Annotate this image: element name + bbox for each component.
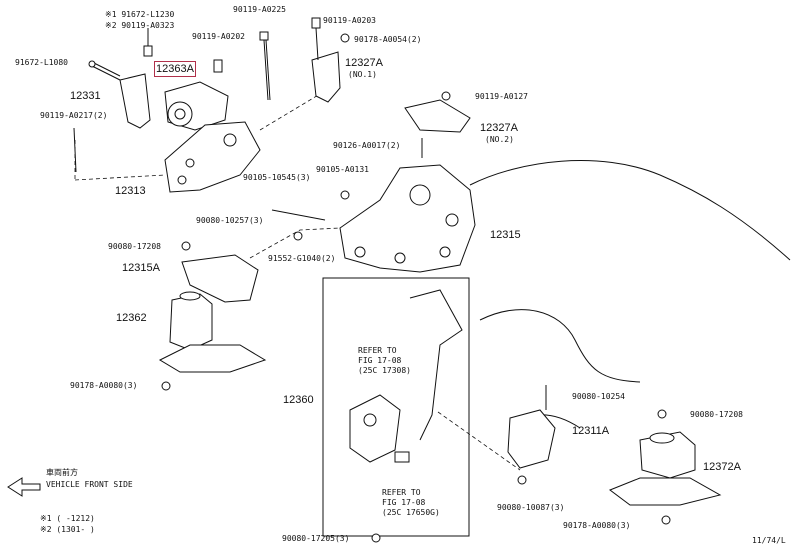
vehicle-front-arrow-icon <box>7 477 41 497</box>
label-90119-a0202: 90119-A0202 <box>192 32 245 41</box>
label-12372a: 12372A <box>703 461 741 473</box>
label-90080-10257: 90080-10257(3) <box>196 216 264 225</box>
label-90080-17208-right: 90080-17208 <box>690 410 743 419</box>
label-90080-17208-left: 90080-17208 <box>108 242 161 251</box>
transmission-outline <box>479 309 641 383</box>
bolt-90080-17205 <box>371 533 381 543</box>
bracket-12327a-no2 <box>404 99 471 133</box>
nut-90178-a0054 <box>340 33 350 43</box>
label-90126-a0017: 90126-A0017(2) <box>333 141 401 150</box>
label-12327a-no2: 12327A <box>480 122 518 134</box>
label-12315a: 12315A <box>122 262 160 274</box>
label-12311a: 12311A <box>572 425 610 437</box>
label-figure-code: 11/74/L <box>752 536 786 545</box>
bracket-12315 <box>339 164 476 273</box>
label-90080-10254: 90080-10254 <box>572 392 625 401</box>
label-90119-a0203: 90119-A0203 <box>323 16 376 25</box>
label-refer1-line3: (25C 17308) <box>358 366 411 375</box>
bracket-12313 <box>164 121 261 193</box>
label-12315: 12315 <box>490 229 521 241</box>
bolt-90105-a0131 <box>340 190 350 200</box>
label-12327a-no2-note: (NO.2) <box>485 135 514 144</box>
label-90119-a0225: 90119-A0225 <box>233 5 286 14</box>
label-90178-a0054: 90178-A0054(2) <box>354 35 422 44</box>
bolt-90080-17208-left <box>181 241 191 251</box>
label-12360: 12360 <box>283 394 314 406</box>
label-90119-a0217: 90119-A0217(2) <box>40 111 108 120</box>
bracket-12315a <box>181 254 259 303</box>
leader-12311a <box>437 411 521 471</box>
label-90119-a0323: ※2 90119-A0323 <box>105 21 175 30</box>
label-91672-l1230: ※1 91672-L1230 <box>105 10 175 19</box>
bracket-12311a <box>507 385 556 485</box>
label-90119-a0127: 90119-A0127 <box>475 92 528 101</box>
mount-12362 <box>158 291 267 391</box>
bolt-91672-l1080 <box>88 60 121 81</box>
label-12363a-highlighted[interactable]: 12363A <box>154 61 196 77</box>
label-90178-a0080-left: 90178-A0080(3) <box>70 381 138 390</box>
label-12331: 12331 <box>70 90 101 102</box>
label-refer2-line1: REFER TO <box>382 488 421 497</box>
label-12313: 12313 <box>115 185 146 197</box>
mount-12363a <box>164 59 229 131</box>
label-vehicle-front-jp: 車両前方 <box>46 468 78 477</box>
bolt-91672-l1230 <box>143 28 153 57</box>
label-12362: 12362 <box>116 312 147 324</box>
label-note2: ※2 (1301- ) <box>40 525 95 534</box>
hose-assembly-12360 <box>349 289 463 463</box>
bolt-90119-a0225 <box>259 31 271 101</box>
label-90178-a0080-right: 90178-A0080(3) <box>563 521 631 530</box>
group-box-12360 <box>322 277 470 537</box>
label-refer1-line1: REFER TO <box>358 346 397 355</box>
leader-12315a <box>249 227 341 259</box>
label-12327a-no1-note: (NO.1) <box>348 70 377 79</box>
label-90105-10545: 90105-10545(3) <box>243 173 311 182</box>
label-90105-a0131: 90105-A0131 <box>316 165 369 174</box>
label-refer2-line3: (25C 17650G) <box>382 508 440 517</box>
label-12327a-no1: 12327A <box>345 57 383 69</box>
bracket-12327a-no1 <box>311 51 341 103</box>
engine-outline <box>469 160 791 261</box>
bracket-12331 <box>119 73 151 129</box>
bolt-shaft-90119-a0203 <box>315 27 319 61</box>
bolt-90119-a0203 <box>311 17 321 29</box>
label-vehicle-front-en: VEHICLE FRONT SIDE <box>46 480 133 489</box>
label-91552-g1040: 91552-G1040(2) <box>268 254 336 263</box>
bolt-90105-10545 <box>271 209 326 221</box>
label-refer1-line2: FIG 17-08 <box>358 356 402 365</box>
bolt-90119-a0217 <box>73 127 77 173</box>
bolt-90119-a0127 <box>441 91 451 101</box>
label-90080-17205: 90080-17205(3) <box>282 534 350 543</box>
mount-12372a <box>608 409 722 525</box>
label-91672-l1080: 91672-L1080 <box>15 58 68 67</box>
label-90080-10087: 90080-10087(3) <box>497 503 565 512</box>
label-refer2-line2: FIG 17-08 <box>382 498 426 507</box>
leader-12313 <box>74 174 166 181</box>
label-note1: ※1 ( -1212) <box>40 514 95 523</box>
bolt-91552-g1040 <box>293 231 303 241</box>
